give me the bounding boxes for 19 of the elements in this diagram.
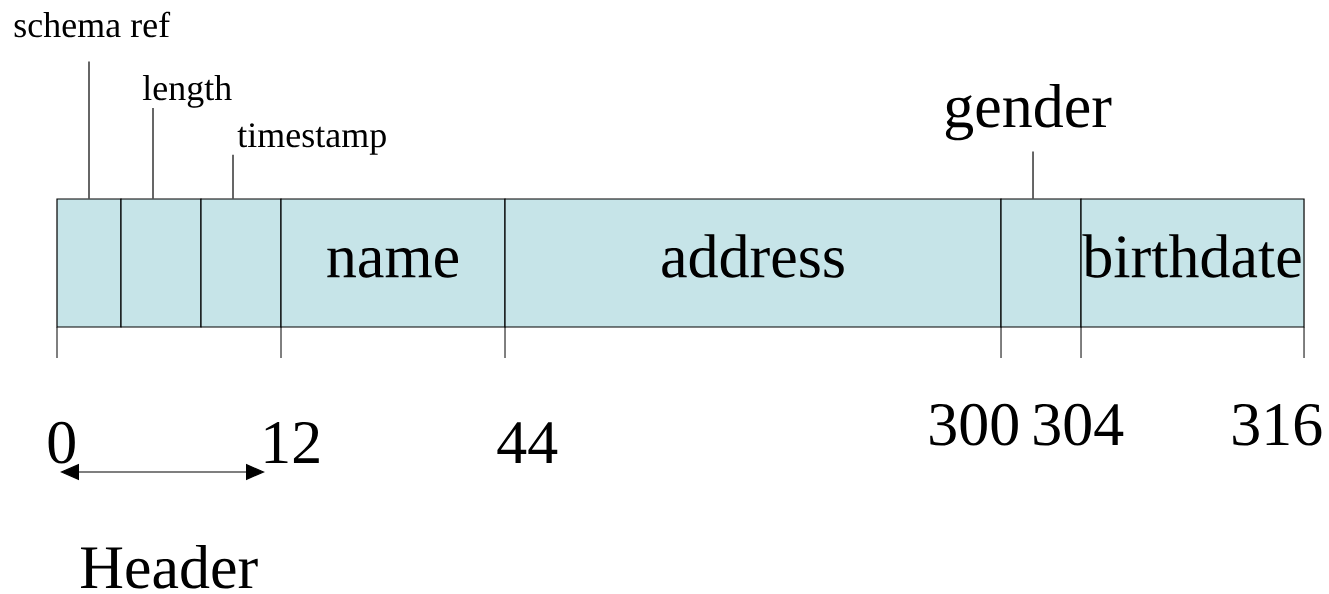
offset-number: 304 xyxy=(1034,403,1124,446)
field-label: gender xyxy=(945,83,1112,141)
leader-line xyxy=(232,154,234,199)
field-cell xyxy=(1000,198,1082,328)
leader-line xyxy=(152,107,154,199)
field-cell xyxy=(200,198,282,328)
offset-number: 316 xyxy=(1233,403,1322,446)
offset-number: 12 xyxy=(265,421,319,463)
header-label: Header xyxy=(81,545,258,589)
offset-number: 0 xyxy=(48,421,75,464)
offset-number: 44 xyxy=(497,422,558,463)
field-label: length xyxy=(142,75,232,108)
leader-line xyxy=(88,60,90,199)
field-cell xyxy=(120,198,202,328)
offset-number: 300 xyxy=(930,403,1018,446)
field-label: timestamp xyxy=(237,123,386,155)
field-label: schema ref xyxy=(14,11,171,38)
field-cell xyxy=(56,198,122,328)
leader-line xyxy=(1032,150,1034,199)
